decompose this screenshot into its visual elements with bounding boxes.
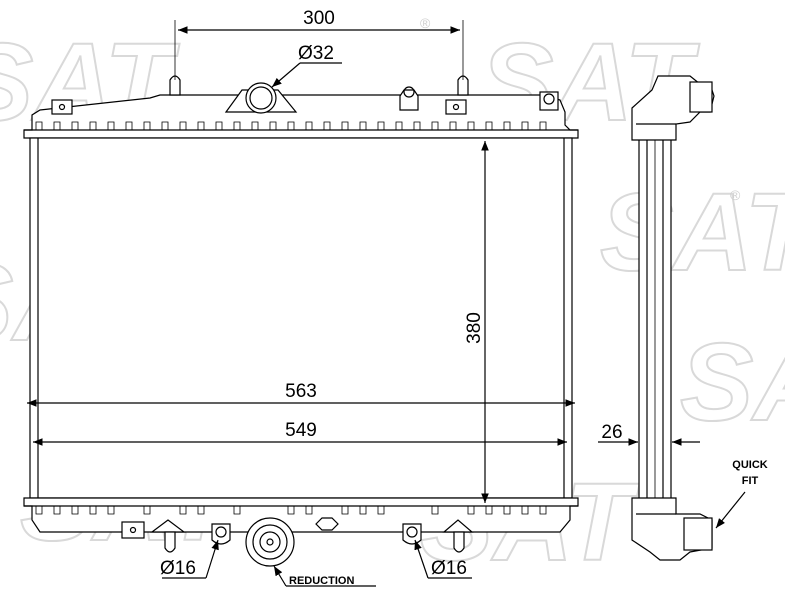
callout-quick-fit: QUICK FIT: [715, 459, 768, 529]
dimension-thickness-label: 26: [601, 422, 622, 443]
dimension-563: 563: [27, 381, 575, 407]
dimension-inlet-diameter-label: Ø32: [298, 43, 334, 64]
watermark-registered-mark: ®: [730, 187, 741, 203]
dimension-26: 26: [598, 422, 700, 446]
dimension-inlet: Ø32: [271, 43, 342, 88]
bottom-tank: [23, 497, 579, 567]
dimension-300: 300: [174, 8, 464, 80]
top-tank: [23, 75, 579, 139]
side-view: [631, 75, 715, 561]
callout-reduction: REDUCTION: [273, 565, 376, 587]
dimension-top-spacing-label: 300: [303, 8, 335, 29]
dimension-overall-width-label: 563: [285, 381, 317, 402]
quick-fit-label-line2: FIT: [742, 475, 759, 487]
reduction-label: REDUCTION: [289, 575, 354, 587]
dimension-height-label: 380: [464, 312, 485, 344]
radiator-core: [29, 137, 573, 499]
callout-outlet-right: Ø16: [414, 539, 472, 579]
quick-fit-label-line1: QUICK: [732, 459, 768, 471]
dimension-outlet-left-label: Ø16: [160, 558, 196, 579]
watermark-logo: SAT: [680, 321, 785, 444]
callout-outlet-left: Ø16: [160, 539, 219, 579]
watermark-logo: SAT: [600, 171, 785, 294]
watermark-registered-mark: ®: [420, 15, 431, 31]
dimension-549: 549: [33, 420, 567, 446]
dimension-outlet-right-label: Ø16: [431, 558, 467, 579]
dimension-core-width-label: 549: [285, 420, 317, 441]
